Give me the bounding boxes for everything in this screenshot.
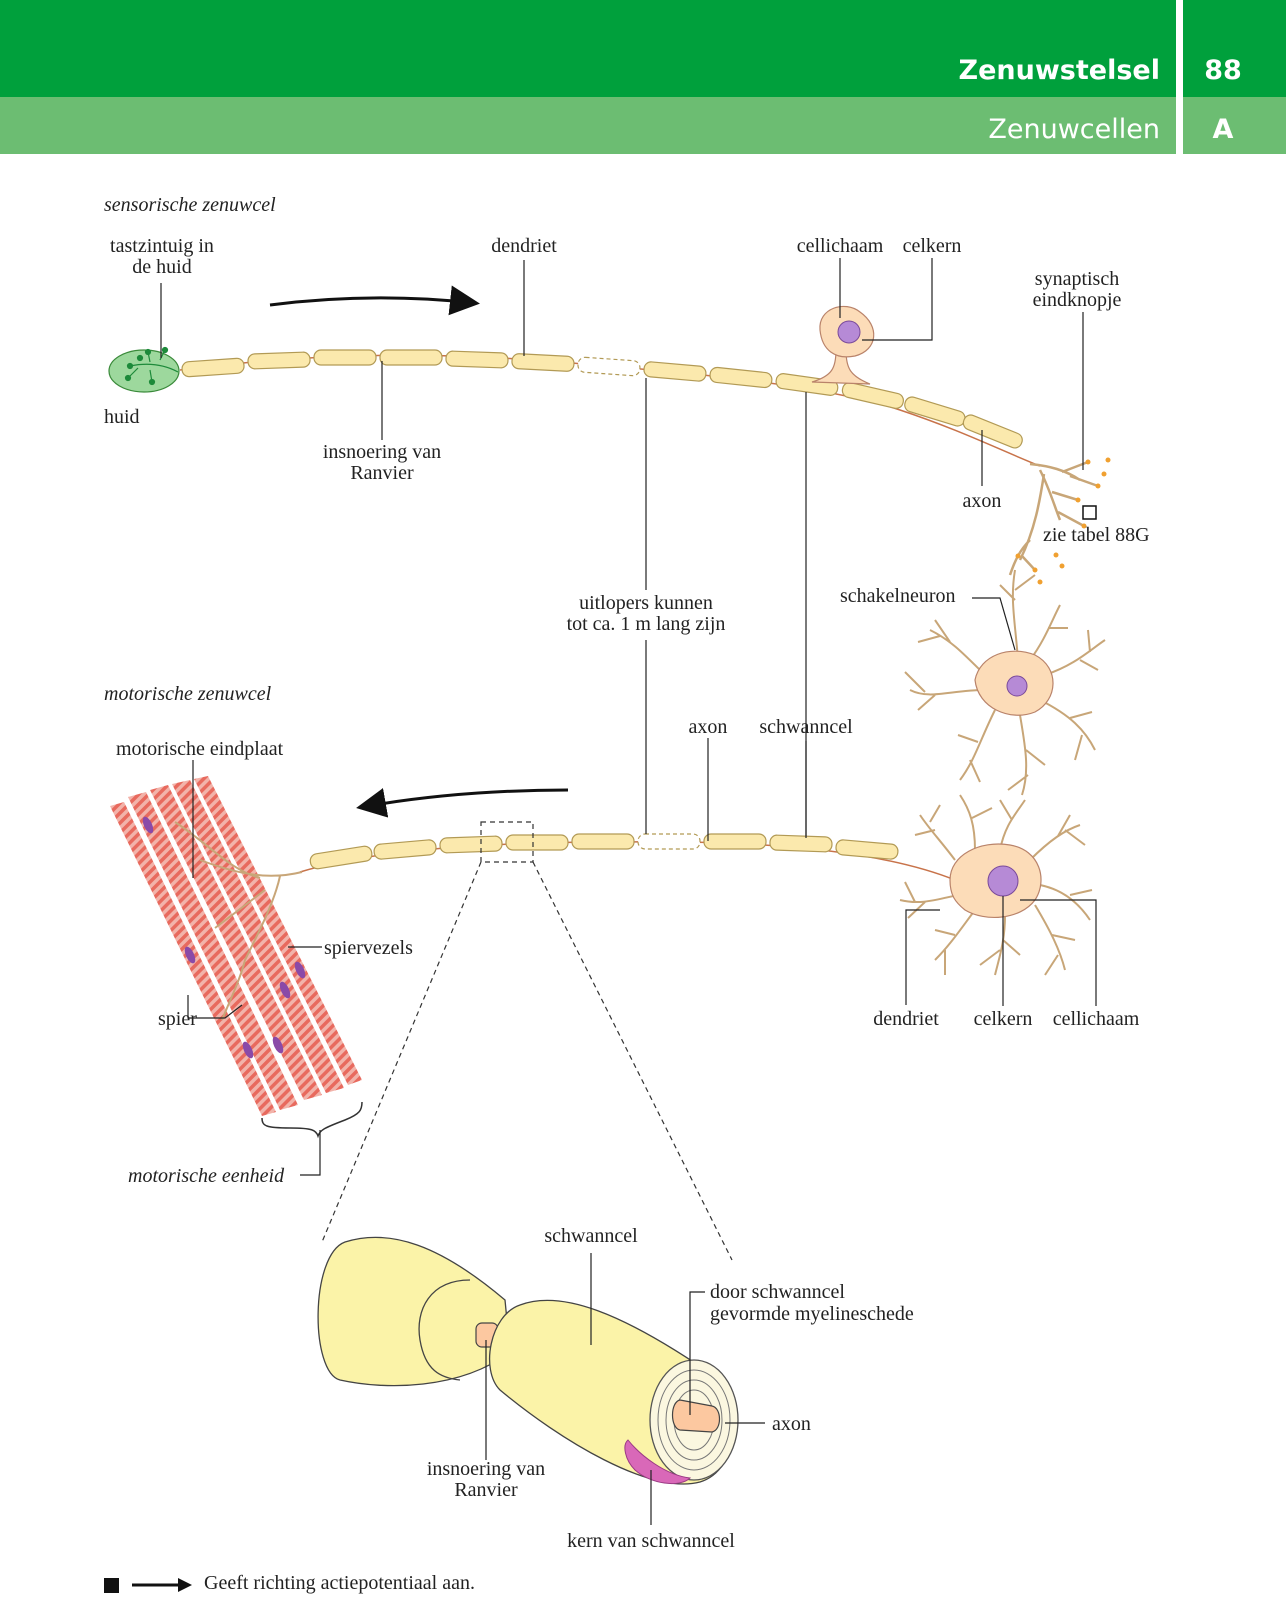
page-number: 88 [1204, 55, 1242, 86]
label-axon-bottom: axon [689, 716, 728, 738]
section-letter: A [1212, 114, 1234, 145]
leader-lines [160, 258, 1097, 1525]
legend-text: Geeft richting actiepotentiaal aan. [204, 1572, 475, 1594]
sensory-nucleus [837, 320, 861, 344]
label-tastzintuig-2: de huid [132, 256, 191, 278]
direction-arrow-bottom [356, 788, 569, 818]
label-cellichaam-bottom: cellichaam [1053, 1008, 1140, 1030]
label-celkern-bottom: celkern [974, 1008, 1033, 1030]
muscle [110, 776, 363, 1139]
label-uitlopers-1: uitlopers kunnen [579, 592, 713, 614]
motor-heading: motorische zenuwcel [104, 683, 272, 705]
skin-receptor [108, 349, 180, 393]
motor-neuron [299, 794, 1093, 976]
label-ranvier-top-1: insnoering van [323, 441, 441, 463]
schwann-nucleus [624, 1439, 692, 1484]
label-zie-tabel: zie tabel 88G [1043, 524, 1150, 546]
detail-axon [671, 1399, 721, 1433]
muscle-fiber-4 [172, 780, 344, 1093]
muscle-fiber-5 [194, 776, 362, 1085]
zie-tabel-box [1082, 505, 1097, 520]
muscle-fiber-2 [128, 792, 298, 1110]
subheader-bar [0, 97, 1176, 154]
interneuron [904, 569, 1106, 796]
direction-arrow-top [269, 285, 480, 316]
receptor-endings [124, 346, 179, 386]
axon-terminal-top [1008, 460, 1099, 576]
label-kern-schwanncel: kern van schwanncel [567, 1530, 735, 1552]
label-spier: spier [158, 1008, 197, 1030]
label-ranvier-top-2: Ranvier [350, 462, 414, 484]
label-tastzintuig-1: tastzintuig in [110, 235, 214, 257]
label-dendriet-bottom: dendriet [873, 1008, 939, 1030]
label-eindplaat: motorische eindplaat [116, 738, 284, 760]
header-bar-right [1183, 0, 1286, 97]
label-ranvier-detail-1: insnoering van [427, 1458, 545, 1480]
myelin-detail [317, 861, 739, 1485]
label-cellichaam-top: cellichaam [797, 235, 884, 257]
header-bar [0, 0, 1176, 97]
legend-arrow-icon [132, 1578, 192, 1592]
label-axon-top: axon [963, 490, 1002, 512]
interneuron-nucleus [1006, 675, 1028, 697]
label-synaptisch-2: eindknopje [1033, 289, 1122, 311]
subheader-bar-right [1183, 97, 1286, 154]
legend-square-icon [104, 1578, 119, 1593]
label-schwanncel-detail: schwanncel [544, 1225, 638, 1247]
section-title: Zenuwcellen [988, 114, 1160, 145]
myelin-sheaths-bottom [309, 833, 899, 870]
label-synaptisch-1: synaptisch [1035, 268, 1119, 290]
label-celkern-top: celkern [903, 235, 962, 257]
label-schakelneuron: schakelneuron [840, 585, 956, 607]
label-ranvier-detail-2: Ranvier [454, 1479, 518, 1501]
label-myeline-1: door schwanncel [710, 1281, 845, 1303]
label-huid: huid [104, 406, 140, 428]
sensory-neuron [108, 305, 1111, 585]
myelin-sheaths-top [181, 349, 1023, 449]
label-schwanncel-bottom: schwanncel [759, 716, 853, 738]
motor-unit-bracket [261, 1101, 363, 1139]
motor-nerve-branches [174, 821, 303, 1021]
zoom-box [480, 821, 534, 863]
label-spiervezels: spiervezels [324, 937, 413, 959]
label-motorische-eenheid: motorische eenheid [128, 1165, 285, 1187]
synaptic-knobs [1015, 457, 1111, 585]
label-dendriet-top: dendriet [491, 235, 557, 257]
label-myeline-2: gevormde myelineschede [710, 1303, 914, 1325]
motor-nucleus [987, 865, 1019, 897]
sensory-heading: sensorische zenuwcel [104, 194, 276, 216]
schwann-cell-left [317, 1236, 511, 1387]
chapter-title: Zenuwstelsel [958, 55, 1160, 86]
label-uitlopers-2: tot ca. 1 m lang zijn [567, 613, 726, 635]
label-axon-detail: axon [772, 1413, 811, 1435]
